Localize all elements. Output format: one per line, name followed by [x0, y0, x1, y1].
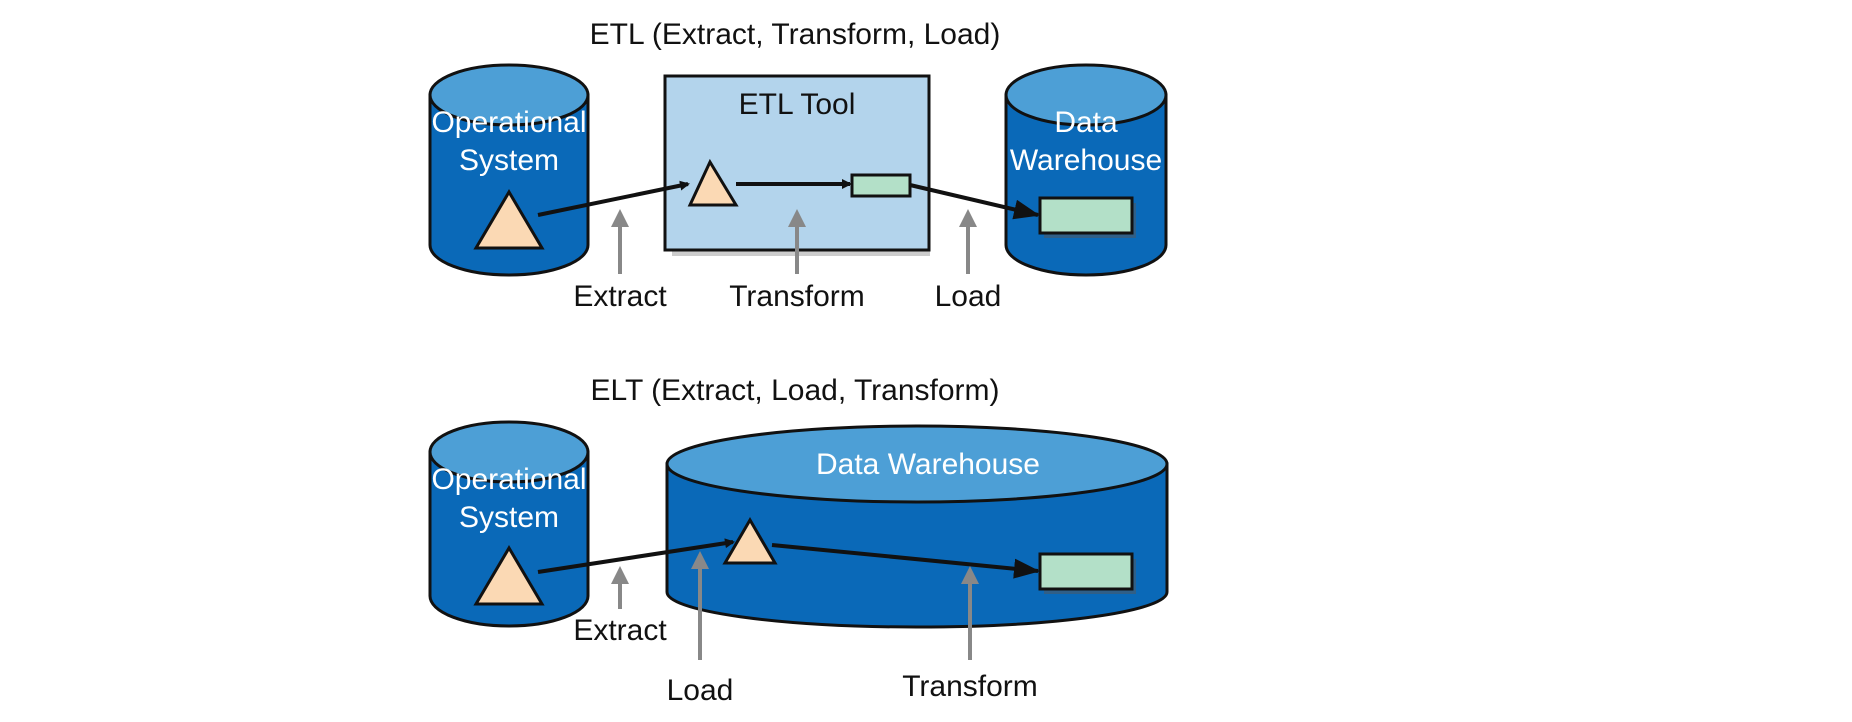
etl-source-label-line2: System [459, 144, 559, 177]
elt-source-cylinder: Operational System [428, 420, 590, 628]
etl-label-extract: Extract [573, 280, 667, 313]
elt-title: ELT (Extract, Load, Transform) [590, 374, 999, 407]
etl-section: ETL (Extract, Transform, Load) Operation… [428, 18, 1168, 313]
etl-flow-arrow-extract [537, 180, 690, 217]
elt-section: ELT (Extract, Load, Transform) Operation… [428, 374, 1169, 707]
elt-flow-arrow-extract-load [537, 538, 735, 574]
elt-source-label-line2: System [459, 501, 559, 534]
etl-label-transform: Transform [729, 280, 865, 313]
etl-title: ETL (Extract, Transform, Load) [590, 18, 1001, 51]
elt-warehouse-label: Data Warehouse [816, 448, 1040, 481]
etl-label-load: Load [935, 280, 1002, 313]
elt-flow-arrow-transform [771, 543, 1040, 579]
etl-source-triangle [473, 189, 545, 250]
etl-tool-triangle [687, 158, 739, 207]
elt-source-label-line1: Operational [431, 463, 586, 496]
etl-tool-label: ETL Tool [739, 88, 856, 121]
elt-warehouse-cylinder: Data Warehouse [665, 424, 1169, 629]
etl-source-cylinder: Operational System [428, 63, 590, 277]
elt-warehouse-cylinder-top [665, 424, 1169, 504]
elt-warehouse-rectangle [1038, 552, 1134, 591]
etl-source-cylinder-top [428, 63, 590, 127]
elt-source-cylinder-top [428, 420, 590, 484]
elt-label-extract: Extract [573, 614, 667, 647]
etl-warehouse-cylinder-top [1004, 63, 1168, 127]
etl-warehouse-rectangle [1038, 196, 1134, 235]
etl-source-label-line1: Operational [431, 106, 586, 139]
elt-warehouse-triangle [722, 517, 778, 565]
etl-tool-rectangle [850, 173, 912, 198]
elt-source-triangle [473, 545, 545, 606]
etl-warehouse-cylinder: Data Warehouse [1004, 63, 1168, 277]
elt-label-transform: Transform [902, 670, 1038, 703]
elt-source-cylinder-body [428, 450, 590, 628]
elt-label-load: Load [667, 674, 734, 707]
etl-flow-arrow-load [909, 183, 1040, 220]
etl-source-cylinder-body [428, 93, 590, 277]
etl-warehouse-label-line1: Data [1054, 106, 1118, 139]
etl-warehouse-label-line2: Warehouse [1010, 144, 1162, 177]
